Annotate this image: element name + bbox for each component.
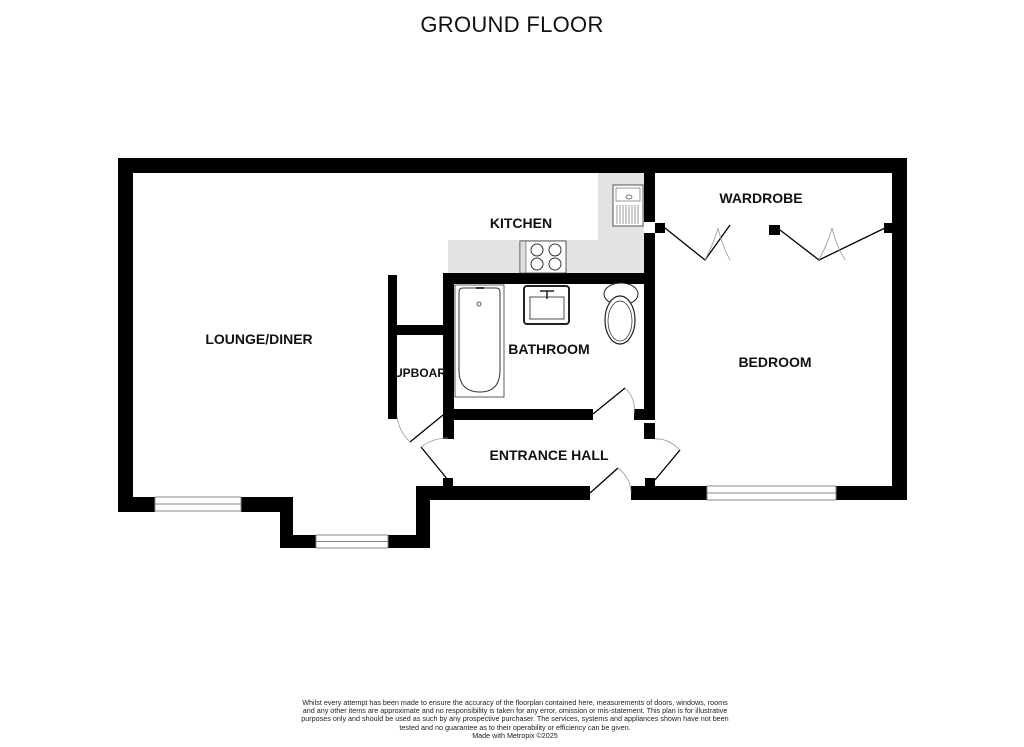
bathroom-door [592, 387, 635, 415]
room-label-cupboard: UPBOAR [393, 366, 447, 380]
walls [118, 158, 907, 548]
room-label-kitchen: KITCHEN [489, 215, 553, 231]
credit-text: Made with Metropix ©2025 [472, 730, 558, 740]
toilet-fixture [603, 282, 639, 345]
window-lounge [154, 496, 242, 512]
disclaimer-text: Whilst every attempt has been made to en… [301, 698, 729, 732]
room-label-wardrobe: WARDROBE [719, 190, 803, 206]
doors [396, 224, 886, 494]
room-label-lounge-diner: LOUNGE/DINER [205, 331, 313, 347]
washbasin-fixture [523, 285, 570, 325]
page-title: GROUND FLOOR [420, 12, 604, 37]
hob-fixture [519, 240, 567, 274]
lounge-door [420, 437, 449, 481]
room-label-entrance-hall: ENTRANCE HALL [489, 447, 609, 463]
cupboard-door [396, 414, 444, 443]
bedroom-door [654, 438, 681, 481]
room-label-bathroom: BATHROOM [508, 341, 590, 357]
bath-fixture [454, 284, 505, 398]
front-door [589, 467, 632, 494]
room-label-bedroom: BEDROOM [738, 354, 812, 370]
window-bedroom [706, 485, 837, 501]
wardrobe-doors [664, 224, 886, 261]
window-bay [315, 534, 389, 549]
disclaimer: Whilst every attempt has been made to en… [300, 698, 730, 740]
sink-fixture [612, 184, 644, 227]
windows [154, 485, 837, 549]
